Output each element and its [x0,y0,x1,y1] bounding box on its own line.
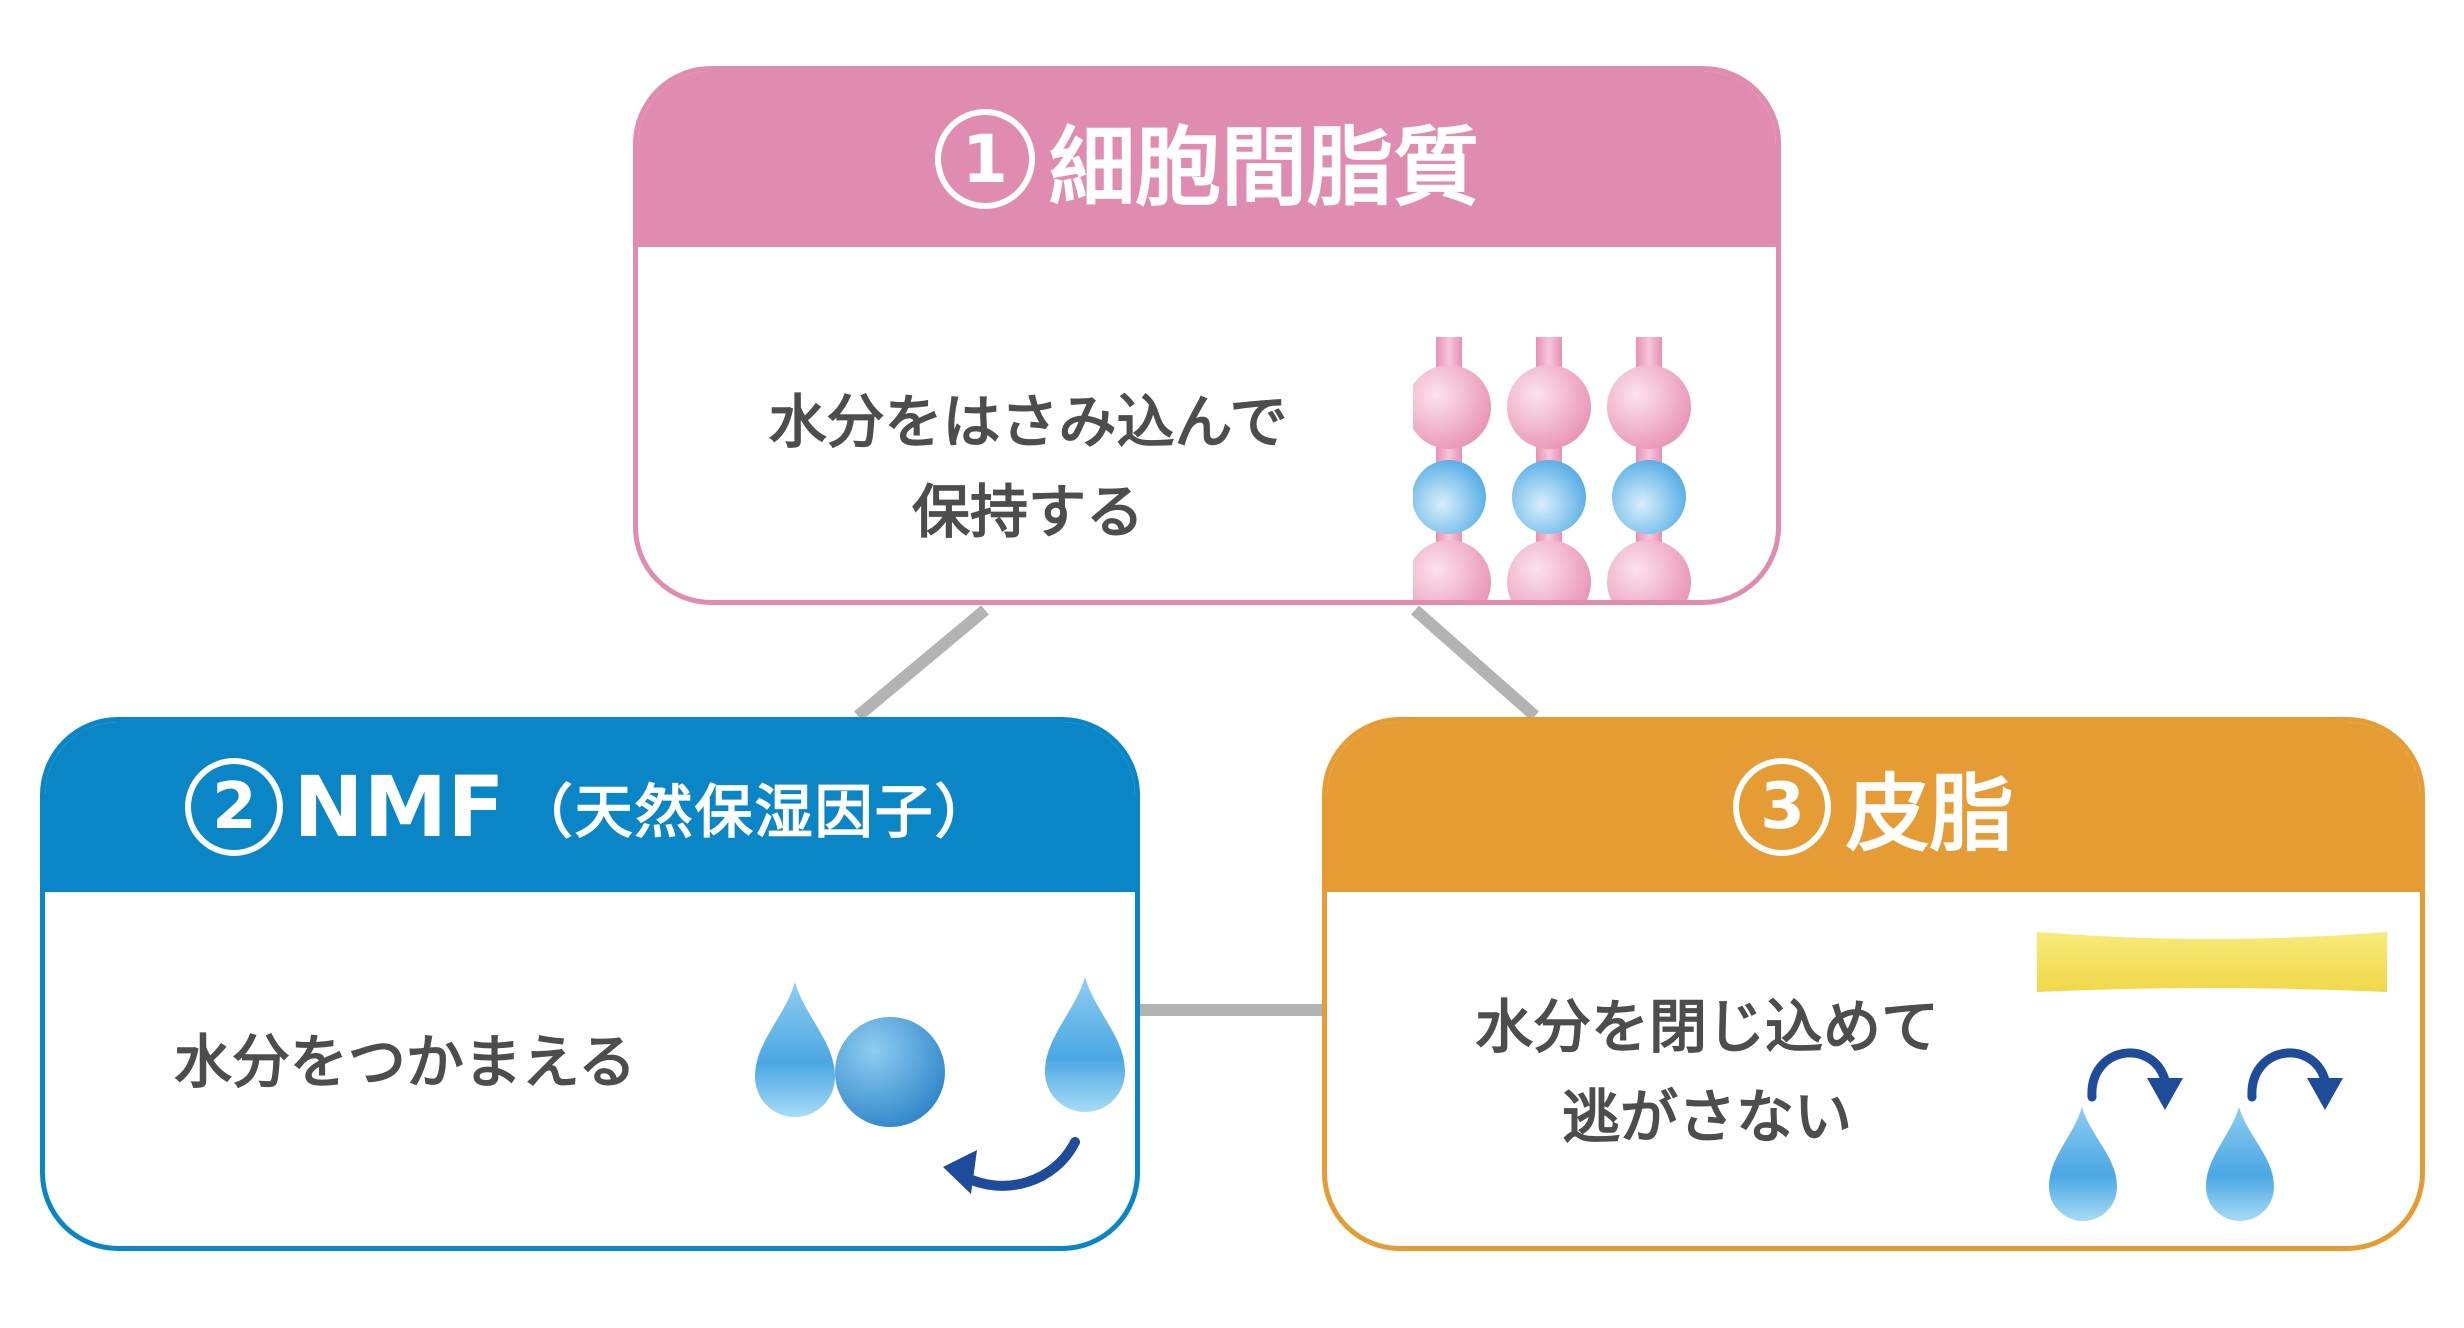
droplet-icon [2049,1107,2117,1221]
card-title: 細胞間脂質 [1049,117,1479,218]
arrowhead [943,1150,977,1194]
card-title: NMF [293,758,505,856]
droplet-icon [2206,1107,2274,1221]
connector-line-1-2 [854,605,989,721]
card-description: 水分を閉じ込めて 逃がさない [1397,982,2017,1162]
curved-arrow-icon [2087,1048,2170,1102]
nmf-illustration [755,977,1125,1194]
curved-arrow-icon [2247,1048,2330,1102]
card-header: 1 細胞間脂質 [638,71,1776,247]
card-body: 水分を閉じ込めて 逃がさない [1327,892,2420,1246]
droplet-icon [1045,977,1125,1112]
number-badge: 1 [935,109,1035,209]
arrowhead [2307,1078,2343,1110]
sebum-film [2037,932,2387,992]
lipid-column-1 [1413,337,1491,600]
number-badge: 2 [185,758,284,856]
arrowhead [2147,1078,2183,1110]
description-line: 水分を閉じ込めて [1474,993,1939,1061]
card-intercellular-lipid: 1 細胞間脂質 水分をはさみ込んで 保持する [633,66,1781,605]
card-title: 皮脂 [1845,764,2014,863]
card-nmf: 2 NMF （天然保湿因子） 水分をつかまえる [40,717,1140,1251]
description-line: 逃がさない [1561,1083,1852,1151]
card-description: 水分をはさみ込んで 保持する [698,377,1358,557]
card-header: 2 NMF （天然保湿因子） [45,722,1135,892]
description-line: 水分をつかまえる [173,1028,637,1096]
sebum-illustration [2037,932,2387,1221]
card-subtitle: （天然保湿因子） [514,778,995,846]
droplet-icon [755,982,835,1117]
nmf-molecule [835,1017,945,1127]
lipid-column-2 [1507,337,1591,600]
card-sebum: 3 皮脂 水分を閉じ込めて 逃がさない [1322,717,2425,1251]
number-badge: 3 [1733,758,1832,856]
card-header: 3 皮脂 [1327,722,2420,892]
description-line: 水分をはさみ込んで [768,388,1288,456]
lipid-column-3 [1607,337,1691,600]
connector-line-1-3 [1411,605,1539,721]
curved-arrow-icon [960,1137,1080,1191]
description-line: 保持する [911,478,1144,546]
card-body: 水分をつかまえる [45,892,1135,1246]
lipid-layers-illustration [1413,337,1691,600]
card-description: 水分をつかまえる [115,1017,695,1107]
card-body: 水分をはさみ込んで 保持する [638,247,1776,600]
